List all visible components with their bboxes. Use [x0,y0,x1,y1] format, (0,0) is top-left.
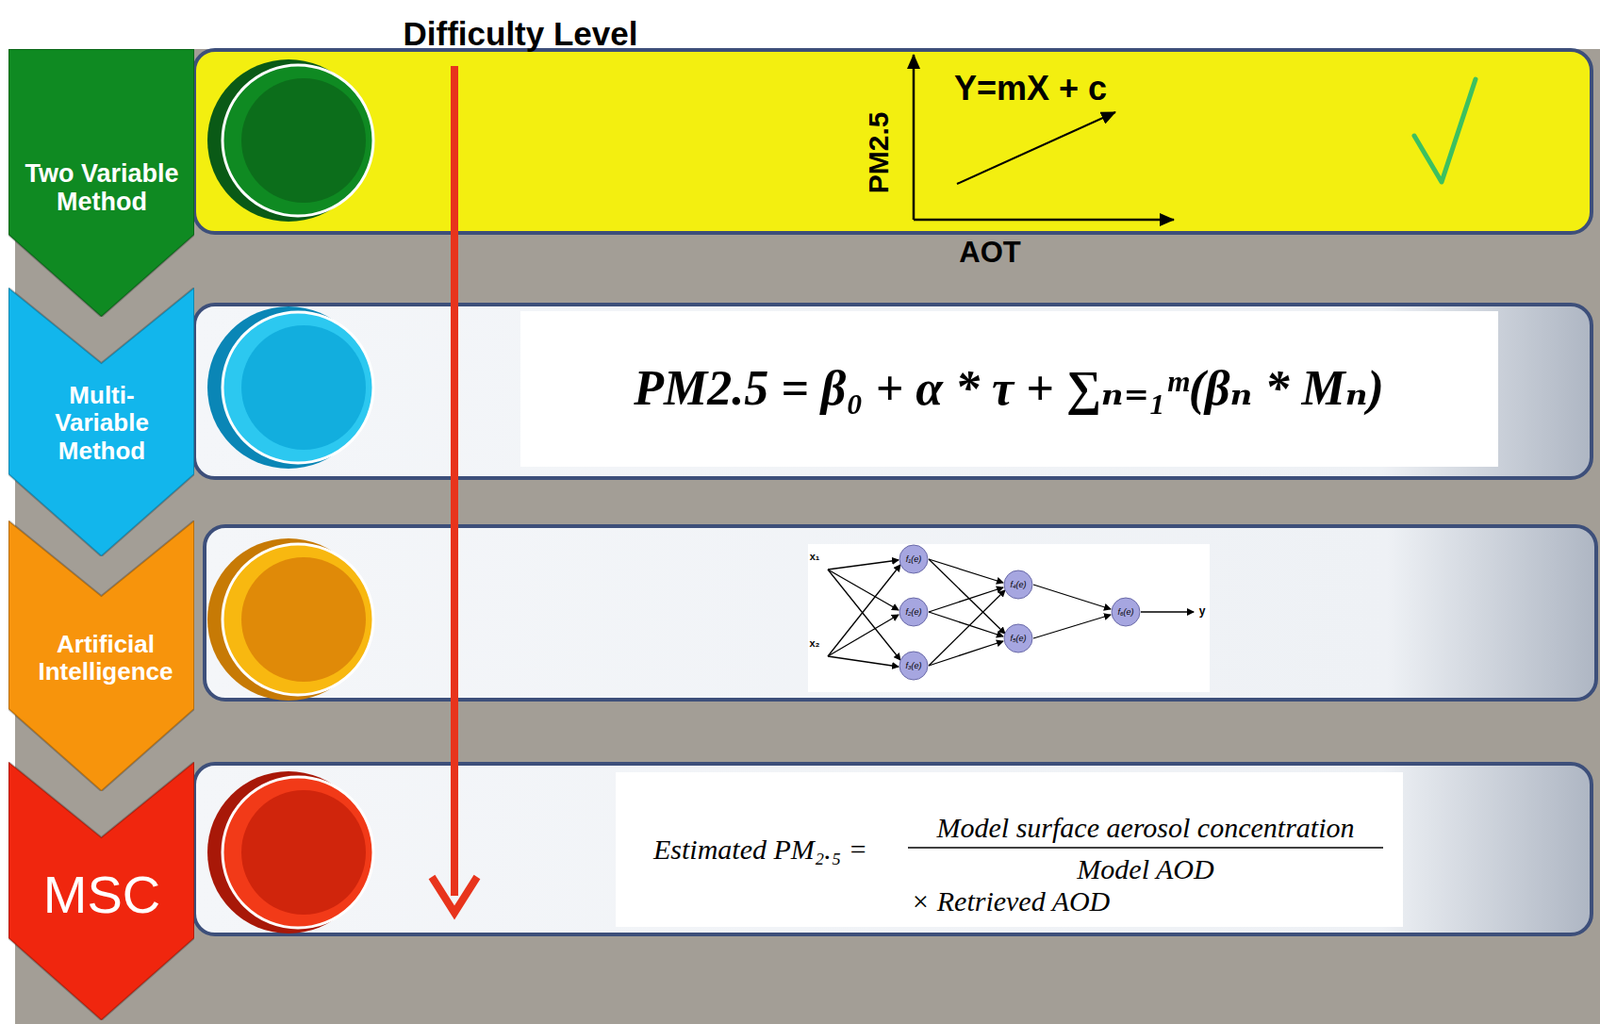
formula-numerator: Model surface aerosol concentration [937,811,1355,844]
chevron-outline [8,49,195,317]
input-label: x₂ [808,637,820,649]
chevron-arrow: Two Variable Method [8,49,195,317]
neuron-label: f₅(e) [1009,633,1026,644]
x-axis [913,218,1174,222]
formula-denominator: Model AOD [1076,853,1214,886]
network-box [808,544,1210,693]
check-mark [1414,79,1476,182]
neuron [899,544,1140,680]
diagram-title: Difficulty Level [403,15,639,53]
chevron-arrow: MSC [8,761,195,1021]
round-button [207,771,374,934]
grey-ground [15,49,1600,1024]
equation-label: Y=mX + c [954,69,1107,108]
formula-text: PM2.5 = β₀ + α * τ + ∑ₙ₌₁ᵐ(βₙ * Mₙ) [633,361,1385,416]
neuron-label: f₂(e) [906,607,923,617]
band [204,526,1597,700]
output-label: y [1199,605,1206,618]
trend-line [956,112,1116,184]
formula-text: Estimated PM₂.₅ = [653,833,868,866]
yellow-band [194,49,1592,233]
input-label: x₁ [809,550,821,562]
neuron-label: f₆(e) [1117,607,1134,617]
network-links [827,559,1194,667]
axis-label: PM2.5 [861,111,894,194]
formula-box [520,311,1499,467]
band [194,763,1592,935]
chevron-label: Artificial Intelligence [16,630,196,686]
difficulty-arrowhead [431,876,478,913]
neuron-label: f₁(e) [906,554,922,564]
network-box: x₁ x₂ f₁(e) f₂(e) f₃(e) f₄(e) f₅(e) f₆(e) y [808,544,1210,693]
chevron-arrow: Multi-Variable Method [8,287,195,557]
formula-box: PM2.5 = β₀ + α * τ + ∑ₙ₌₁ᵐ(βₙ * Mₙ) [520,311,1499,467]
neuron-label: f₃(e) [905,660,922,671]
round-button [207,59,374,222]
chevron-label: Multi-Variable Method [39,381,165,464]
chevron-outline [8,520,195,792]
chevron-label: Two Variable Method [12,159,192,216]
chevron-label: MSC [43,865,161,925]
formula-text: × Retrieved AOD [910,885,1110,918]
neuron-label: f₄(e) [1009,579,1026,590]
chevron-outline [8,761,195,1021]
y-axis [912,54,916,220]
band [194,304,1592,479]
formula-box [615,772,1403,927]
chevron-outline [8,287,195,557]
axis-label: AOT [958,236,1021,270]
round-button [207,306,374,469]
round-button [207,538,374,701]
fraction-bar [907,846,1384,849]
yellow-panel: Y=mX + cPM2.5AOT [194,49,1592,233]
chevron-arrow: Artificial Intelligence [8,520,195,792]
formula-box: Estimated PM₂.₅ = Model surface aerosol c… [615,772,1403,927]
difficulty-arrow [450,65,459,896]
